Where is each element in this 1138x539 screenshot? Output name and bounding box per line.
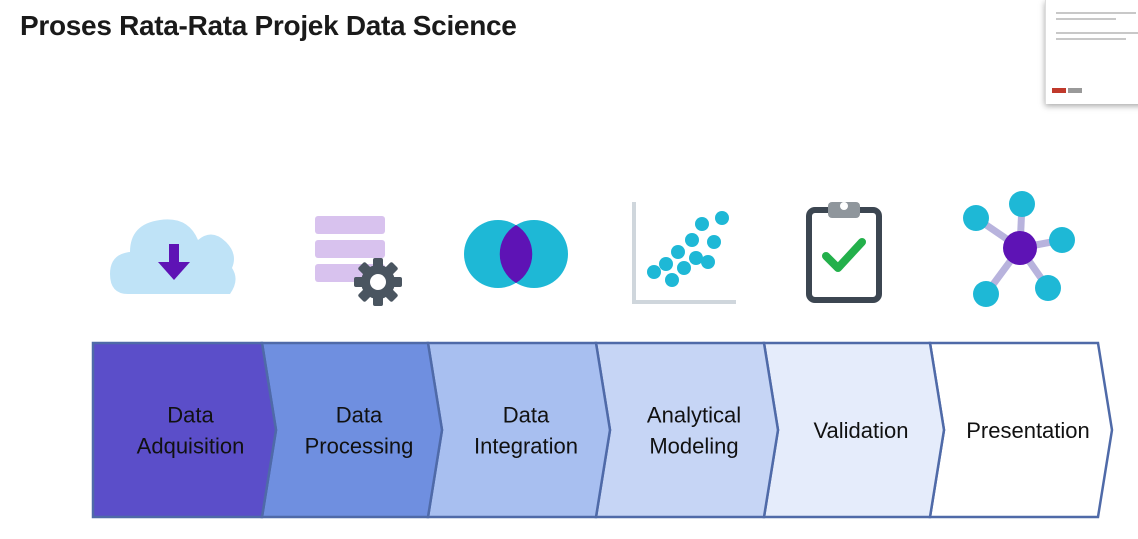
venn-overlap-icon	[464, 220, 568, 288]
step-chevron-3	[426, 341, 612, 519]
step-label-2-line-1: Data	[336, 403, 383, 428]
step-label-5-line-1: Validation	[814, 418, 909, 443]
step-label-2-line-2: Processing	[305, 434, 414, 459]
slide-thumbnail[interactable]	[1045, 0, 1138, 104]
step-label-3-line-1: Data	[503, 403, 550, 428]
step-chevron-4	[594, 341, 780, 519]
database-gear-icon	[315, 216, 402, 306]
step-label-1-line-1: Data	[167, 403, 214, 428]
step-chevron-1	[91, 341, 278, 519]
step-label-6-line-1: Presentation	[966, 418, 1090, 443]
network-node-icon	[963, 191, 1075, 307]
page-title: Proses Rata-Rata Projek Data Science	[20, 10, 517, 41]
step-label-4-line-1: Analytical	[647, 403, 741, 428]
step-label-4-line-2: Modeling	[649, 434, 738, 459]
scatter-plot-icon	[632, 202, 736, 304]
clipboard-check-icon	[806, 202, 882, 303]
step-chevron-2	[260, 341, 444, 519]
cloud-download-icon	[110, 219, 236, 294]
step-label-1-line-2: Adquisition	[137, 434, 245, 459]
step-label-3-line-2: Integration	[474, 434, 578, 459]
thumbnail-logo-icon	[1052, 88, 1066, 93]
